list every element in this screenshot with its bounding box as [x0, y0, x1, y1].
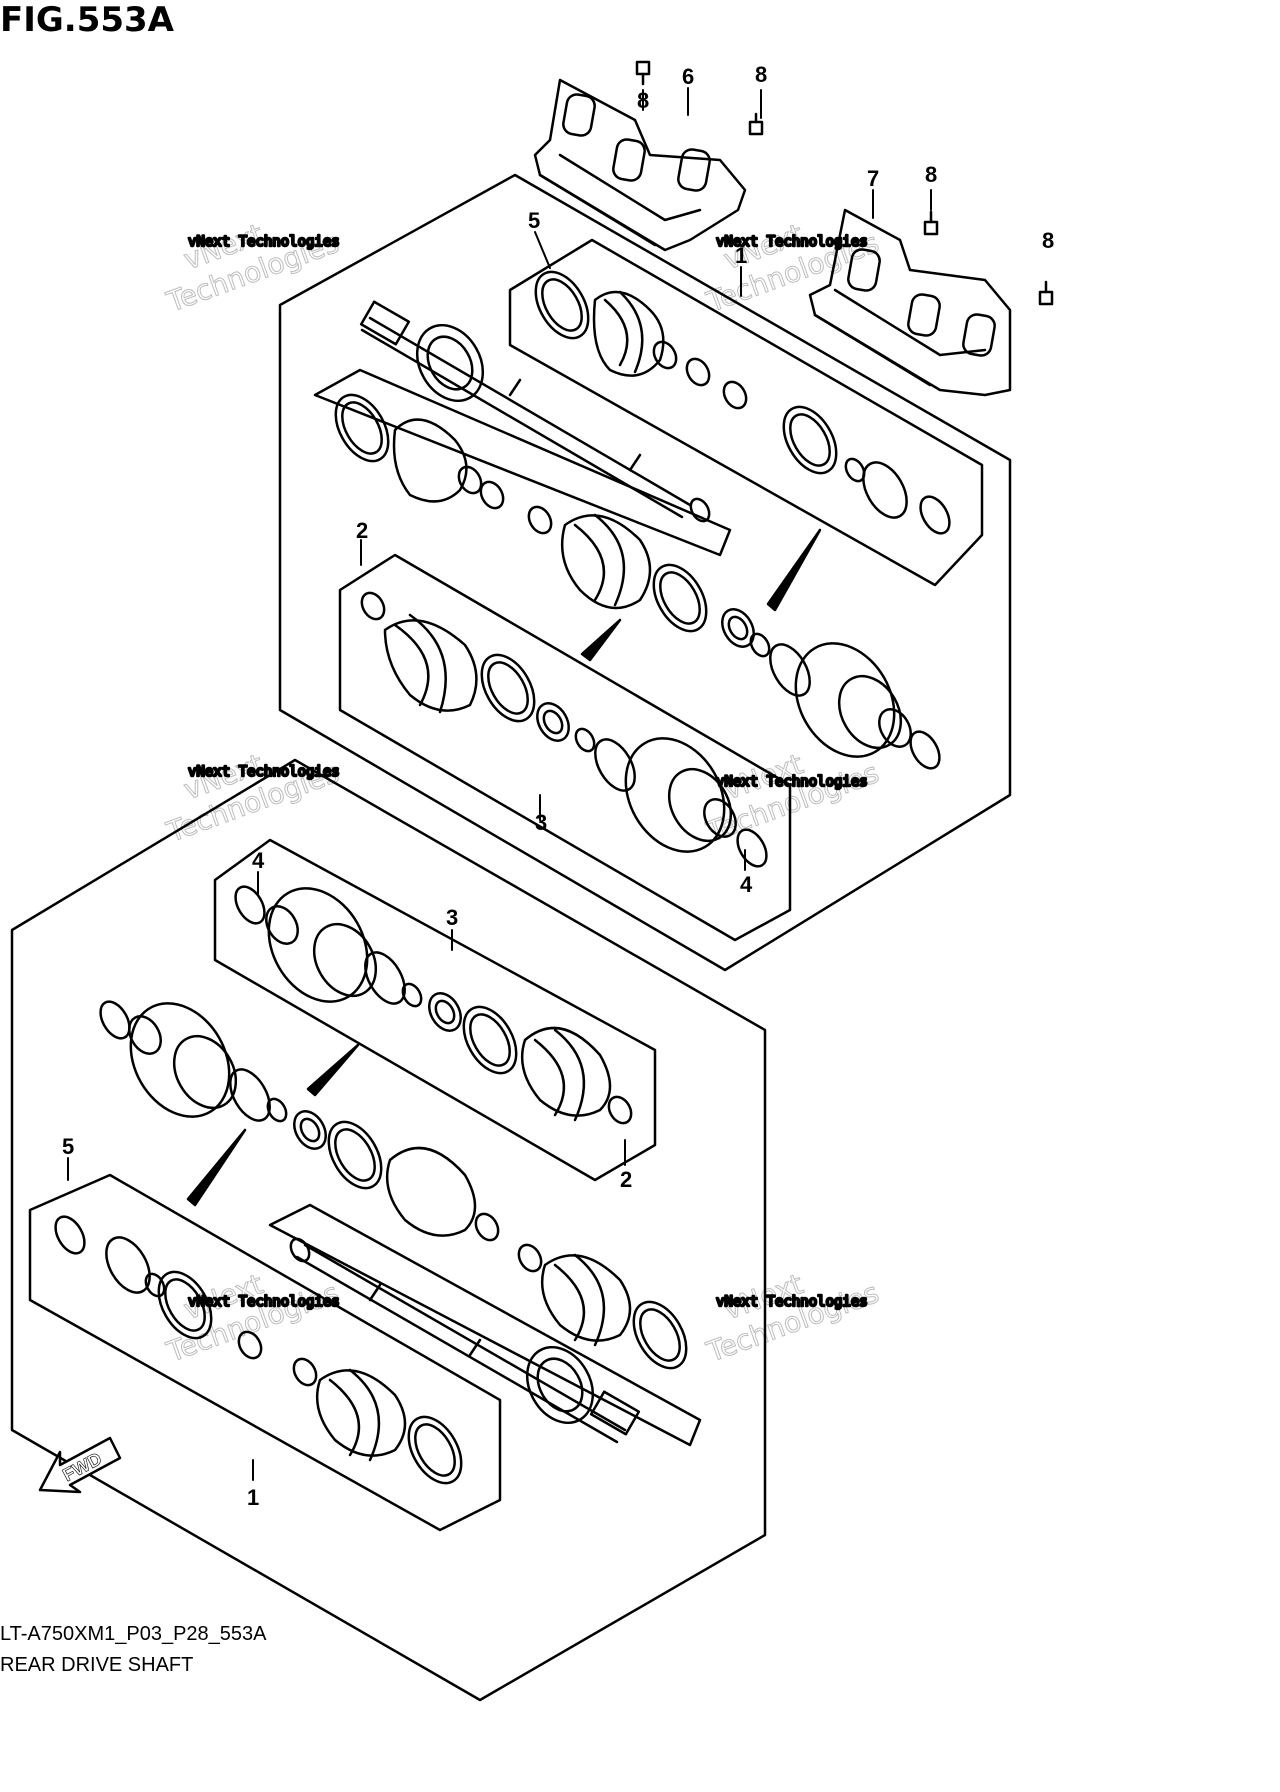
callout-8: 8 — [1042, 228, 1054, 253]
upper-shaft-frame — [313, 368, 732, 557]
callout-8: 8 — [925, 162, 937, 187]
lower-pointer-arrow — [306, 1043, 360, 1097]
callout-1: 1 — [735, 243, 747, 268]
upper-part2-frame — [338, 553, 792, 942]
lower-cv-joint-set — [234, 885, 633, 1125]
upper-inboard-boot-set — [334, 393, 708, 633]
upper-drive-shaft — [359, 300, 711, 523]
lower-boot-kit — [54, 1215, 463, 1485]
callout-5: 5 — [62, 1134, 74, 1159]
watermark-text: vNext Technologies — [716, 1294, 868, 1310]
callout-4: 4 — [740, 872, 753, 897]
lower-part1-frame — [28, 1173, 502, 1532]
lower-inboard-joint — [99, 1000, 500, 1242]
watermark-text: vNext Technologies — [188, 234, 340, 250]
guard-part-6 — [533, 78, 747, 252]
upper-assembly-frame — [278, 173, 1012, 972]
callout-8: 8 — [637, 88, 649, 113]
guard-part-7 — [808, 208, 1012, 397]
callout-2: 2 — [356, 518, 368, 543]
upper-pointer-arrow — [580, 618, 622, 662]
upper-pointer-arrow — [766, 528, 822, 612]
callout-3: 3 — [446, 905, 458, 930]
lower-outboard-boot-set — [517, 1243, 688, 1370]
lower-part3-frame — [213, 838, 657, 1182]
upper-outboard-joint — [721, 608, 941, 770]
watermark-text: vNext Technologies — [716, 234, 868, 250]
lower-pointer-arrow — [186, 1128, 247, 1207]
fwd-direction-arrow: FWD — [38, 1436, 122, 1494]
callout-7: 7 — [867, 166, 879, 191]
callout-numbers: 5 1 2 3 4 6 8 8 7 8 8 4 3 2 5 1 — [62, 62, 1054, 1510]
leader-lines — [67, 87, 932, 1481]
watermark-text: vNext Technologies — [716, 774, 868, 790]
figure-caption: REAR DRIVE SHAFT — [0, 1654, 194, 1676]
watermark-text: vNext Technologies — [188, 764, 340, 780]
callout-4: 4 — [252, 848, 265, 873]
watermark-text: vNext Technologies — [188, 1294, 340, 1310]
bolt-set-8 — [635, 60, 1054, 306]
callout-8: 8 — [755, 62, 767, 87]
figure-title: FIG.553A — [0, 0, 174, 40]
callout-2: 2 — [620, 1167, 632, 1192]
lower-assembly-frame — [10, 758, 767, 1702]
callout-6: 6 — [682, 64, 694, 89]
upper-boot-kit-frame — [508, 238, 984, 587]
callout-3: 3 — [535, 810, 547, 835]
upper-boot-set — [534, 270, 951, 535]
lower-drive-shaft — [289, 1237, 641, 1444]
callout-5: 5 — [528, 208, 540, 233]
callout-1: 1 — [247, 1485, 259, 1510]
upper-cv-joint-set — [360, 591, 768, 868]
lower-shaft-frame — [268, 1203, 702, 1447]
figure-code: LT-A750XM1_P03_P28_553A — [0, 1623, 267, 1645]
